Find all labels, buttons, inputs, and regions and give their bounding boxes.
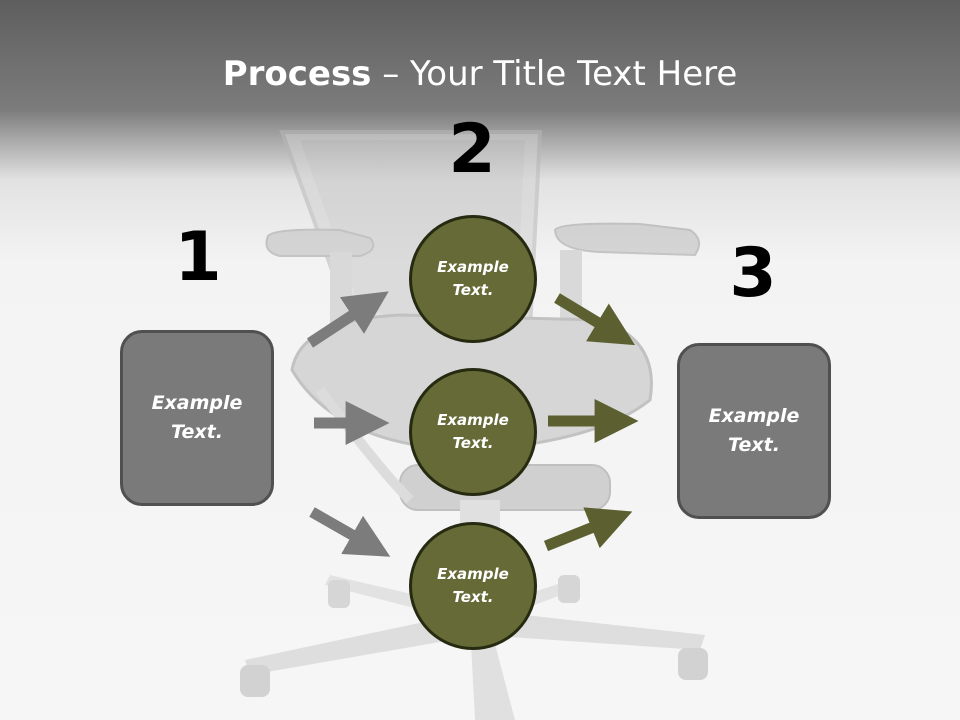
circle-bottom[interactable]: Example Text. — [409, 522, 537, 650]
step-number-3: 3 — [729, 234, 777, 313]
left-box[interactable]: Example Text. — [120, 330, 274, 506]
circle-top-label: Example Text. — [437, 258, 509, 299]
slide-title: Process – Your Title Text Here — [0, 52, 960, 96]
title-rest: – Your Title Text Here — [371, 54, 738, 94]
arrow-left-to-top — [306, 291, 389, 348]
left-box-label: Example Text. — [151, 392, 243, 443]
arrow-bottom-to-right — [543, 507, 633, 552]
step-number-2: 2 — [448, 110, 496, 189]
right-box-label: Example Text. — [708, 405, 800, 456]
circle-top[interactable]: Example Text. — [409, 215, 537, 343]
arrow-top-to-right — [554, 293, 636, 346]
circle-middle[interactable]: Example Text. — [409, 368, 537, 496]
arrow-left-to-bottom — [309, 507, 391, 557]
step-number-1: 1 — [174, 218, 222, 297]
circle-bottom-label: Example Text. — [437, 565, 509, 606]
circle-middle-label: Example Text. — [437, 411, 509, 452]
title-bold: Process — [222, 54, 372, 94]
right-box[interactable]: Example Text. — [677, 343, 831, 519]
